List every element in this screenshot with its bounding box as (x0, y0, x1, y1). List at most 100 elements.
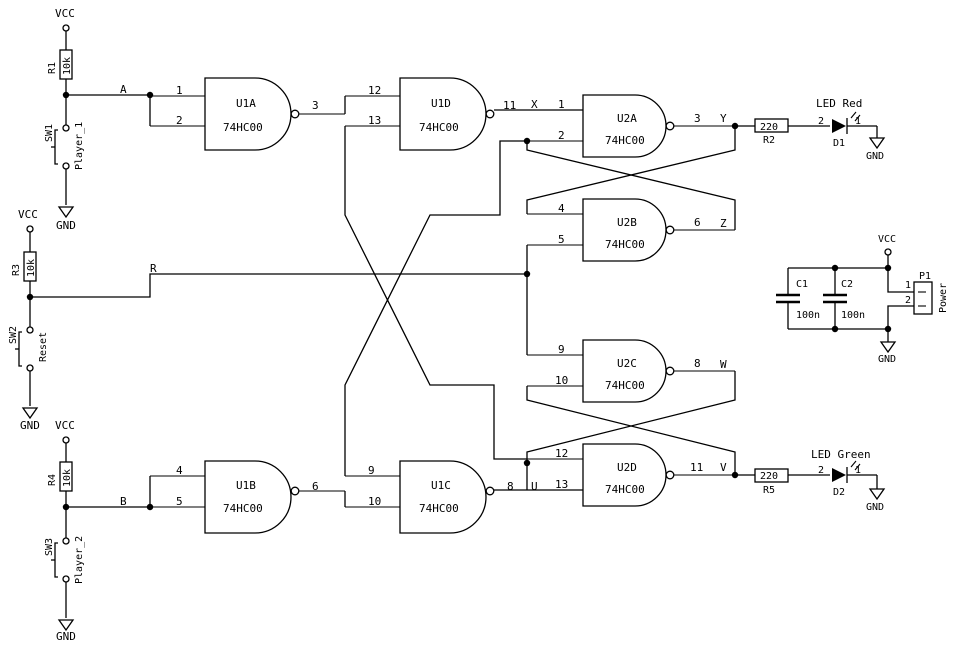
gate-u1d[interactable]: U1D 74HC00 (399, 77, 495, 151)
switch-ref: SW3 (44, 538, 55, 556)
led-d2[interactable]: LED Green 2 1 D2 GND (811, 448, 886, 513)
led-ref: D1 (833, 138, 845, 149)
gate-value: 74HC00 (605, 134, 645, 147)
gnd-label: GND (866, 502, 884, 513)
vcc-label: VCC (18, 208, 38, 221)
switch-ref: SW1 (44, 124, 55, 142)
power-section: VCC GND (788, 234, 914, 365)
gate-ref: U2C (617, 357, 637, 370)
gate-u1b[interactable]: U1B 74HC00 (204, 460, 300, 534)
gate-value: 74HC00 (223, 121, 263, 134)
resistor-r1[interactable]: R1 10k VCC (47, 7, 75, 95)
led-value: LED Red (816, 97, 862, 110)
gnd-label: GND (56, 630, 76, 643)
gate-ref: U1C (431, 479, 451, 492)
pin-number: 6 (312, 480, 319, 493)
connector-pin: 2 (905, 295, 911, 306)
resistor-r2[interactable]: 220 R2 (754, 118, 830, 146)
pin-number: 12 (368, 84, 381, 97)
led-pin: 2 (818, 116, 824, 127)
gate-value: 74HC00 (605, 379, 645, 392)
gate-u2a[interactable]: U2A 74HC00 (582, 94, 675, 158)
pin-number: 4 (176, 464, 183, 477)
pin-number: 6 (694, 216, 701, 229)
pin-number: 10 (555, 374, 568, 387)
switch-sw2[interactable]: SW2 Reset GND (8, 297, 49, 432)
gate-pins (150, 95, 735, 508)
gate-u2b[interactable]: U2B 74HC00 (582, 198, 675, 262)
net-label: X (531, 98, 538, 111)
net-label: U (531, 480, 538, 493)
pin-number: 11 (690, 461, 703, 474)
net-label: Z (720, 217, 727, 230)
gnd-label: GND (878, 354, 896, 365)
pin-number: 13 (368, 114, 381, 127)
pin-number: 4 (558, 202, 565, 215)
pin-number: 10 (368, 495, 381, 508)
capacitor-c2[interactable]: C2 100n (823, 268, 865, 329)
resistor-value: 10k (62, 57, 73, 75)
vcc-label: VCC (55, 419, 75, 432)
switch-value: Player_1 (74, 122, 85, 170)
resistor-r5[interactable]: 220 R5 (754, 468, 830, 496)
resistor-ref: R2 (763, 135, 775, 146)
gate-ref: U1D (431, 97, 451, 110)
connector-p1[interactable]: 1 2 P1 Power (905, 271, 949, 315)
net-label: R (150, 262, 157, 275)
pin-number: 9 (368, 464, 375, 477)
gate-value: 74HC00 (419, 502, 459, 515)
pin-numbers: 1 2 3 12 13 11 1 2 3 4 5 6 9 10 8 12 13 … (176, 84, 703, 508)
net-label: B (120, 495, 127, 508)
pin-number: 13 (555, 478, 568, 491)
vcc-label: VCC (878, 234, 896, 245)
net-label: Y (720, 112, 727, 125)
capacitor-value: 100n (796, 310, 820, 321)
gate-ref: U2A (617, 112, 637, 125)
pin-number: 2 (176, 114, 183, 127)
gate-value: 74HC00 (223, 502, 263, 515)
pin-number: 1 (176, 84, 183, 97)
gate-ref: U2D (617, 461, 637, 474)
switch-sw1[interactable]: SW1 Player_1 GND (44, 95, 85, 232)
led-pin: 1 (855, 116, 861, 127)
wires (30, 94, 755, 508)
capacitor-value: 100n (841, 310, 865, 321)
gate-u2d[interactable]: U2D 74HC00 (582, 443, 675, 507)
connector-pin: 1 (905, 280, 911, 291)
resistor-r4[interactable]: VCC R4 10k (47, 419, 75, 507)
resistor-ref: R1 (47, 62, 58, 74)
gate-u1c[interactable]: U1C 74HC00 (399, 460, 495, 534)
gate-ref: U1A (236, 97, 256, 110)
resistor-value: 10k (26, 259, 37, 277)
led-value: LED Green (811, 448, 871, 461)
gnd-label: GND (56, 219, 76, 232)
capacitor-ref: C1 (796, 279, 808, 290)
gnd-label: GND (866, 151, 884, 162)
net-label: W (720, 358, 727, 371)
pin-number: 5 (558, 233, 565, 246)
resistor-ref: R4 (47, 474, 58, 486)
gate-u2c[interactable]: U2C 74HC00 (582, 339, 675, 403)
resistor-value: 10k (62, 469, 73, 487)
led-ref: D2 (833, 487, 845, 498)
pin-number: 12 (555, 447, 568, 460)
capacitor-c1[interactable]: C1 100n (776, 268, 820, 329)
gate-value: 74HC00 (419, 121, 459, 134)
pin-number: 11 (503, 99, 516, 112)
pin-number: 3 (312, 99, 319, 112)
resistor-value: 220 (760, 471, 778, 482)
led-pin: 1 (855, 465, 861, 476)
gate-value: 74HC00 (605, 483, 645, 496)
gate-u1a[interactable]: U1A 74HC00 (204, 77, 300, 151)
gate-ref: U2B (617, 216, 637, 229)
resistor-value: 220 (760, 122, 778, 133)
led-d1[interactable]: LED Red 2 1 D1 GND (816, 97, 886, 162)
switch-value: Player_2 (74, 536, 85, 584)
resistor-r3[interactable]: VCC R3 10k (11, 208, 38, 297)
switch-sw3[interactable]: SW3 Player_2 GND (44, 507, 85, 643)
pin-number: 8 (507, 480, 514, 493)
net-label: A (120, 83, 127, 96)
capacitor-ref: C2 (841, 279, 853, 290)
pin-number: 5 (176, 495, 183, 508)
